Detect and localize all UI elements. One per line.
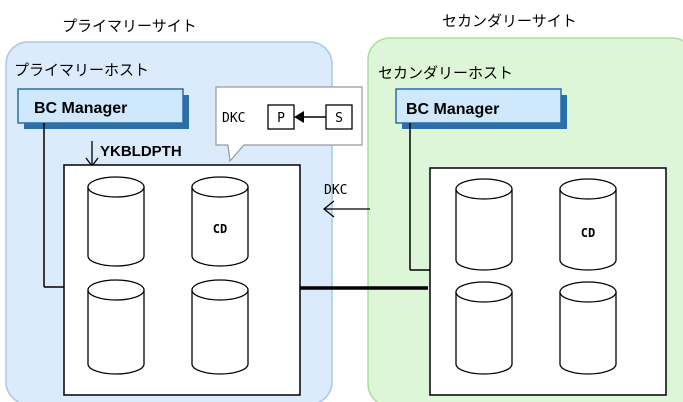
s-to-p-arrowhead <box>294 111 304 123</box>
callout-dkc-label: DKC <box>222 111 245 126</box>
secondary-cd-label: CD <box>581 226 595 240</box>
secondary-site-title: セカンダリーサイト <box>442 12 577 30</box>
secondary-volume-4 <box>559 281 617 375</box>
ykbldpth-label: YKBLDPTH <box>100 143 182 160</box>
p-label: P <box>277 111 285 126</box>
primary-volume-4 <box>191 279 249 375</box>
secondary-bc-manager-label: BC Manager <box>406 101 499 118</box>
dkc-callout: DKC P S <box>215 86 363 163</box>
p-volume-box <box>267 104 295 130</box>
primary-bc-manager-label: BC Manager <box>34 100 127 117</box>
s-label: S <box>335 111 343 126</box>
primary-cd-label: CD <box>213 222 227 236</box>
dkc-link-arrowhead <box>322 200 335 218</box>
primary-volume-cd: CD <box>191 176 249 267</box>
secondary-volume-1 <box>455 178 513 271</box>
secondary-host-label: セカンダリーホスト <box>378 64 513 82</box>
secondary-volume-3 <box>455 281 513 375</box>
primary-site-title: プライマリーサイト <box>62 17 197 35</box>
secondary-volume-cd: CD <box>559 178 617 271</box>
primary-bc-manager-box: BC Manager <box>17 88 189 129</box>
secondary-bc-manager-box: BC Manager <box>395 88 567 129</box>
primary-volume-1 <box>87 176 145 267</box>
link-dkc-label: DKC <box>324 183 347 198</box>
primary-host-label: プライマリーホスト <box>14 61 149 79</box>
s-volume-box <box>325 104 353 130</box>
primary-volume-3 <box>87 279 145 375</box>
